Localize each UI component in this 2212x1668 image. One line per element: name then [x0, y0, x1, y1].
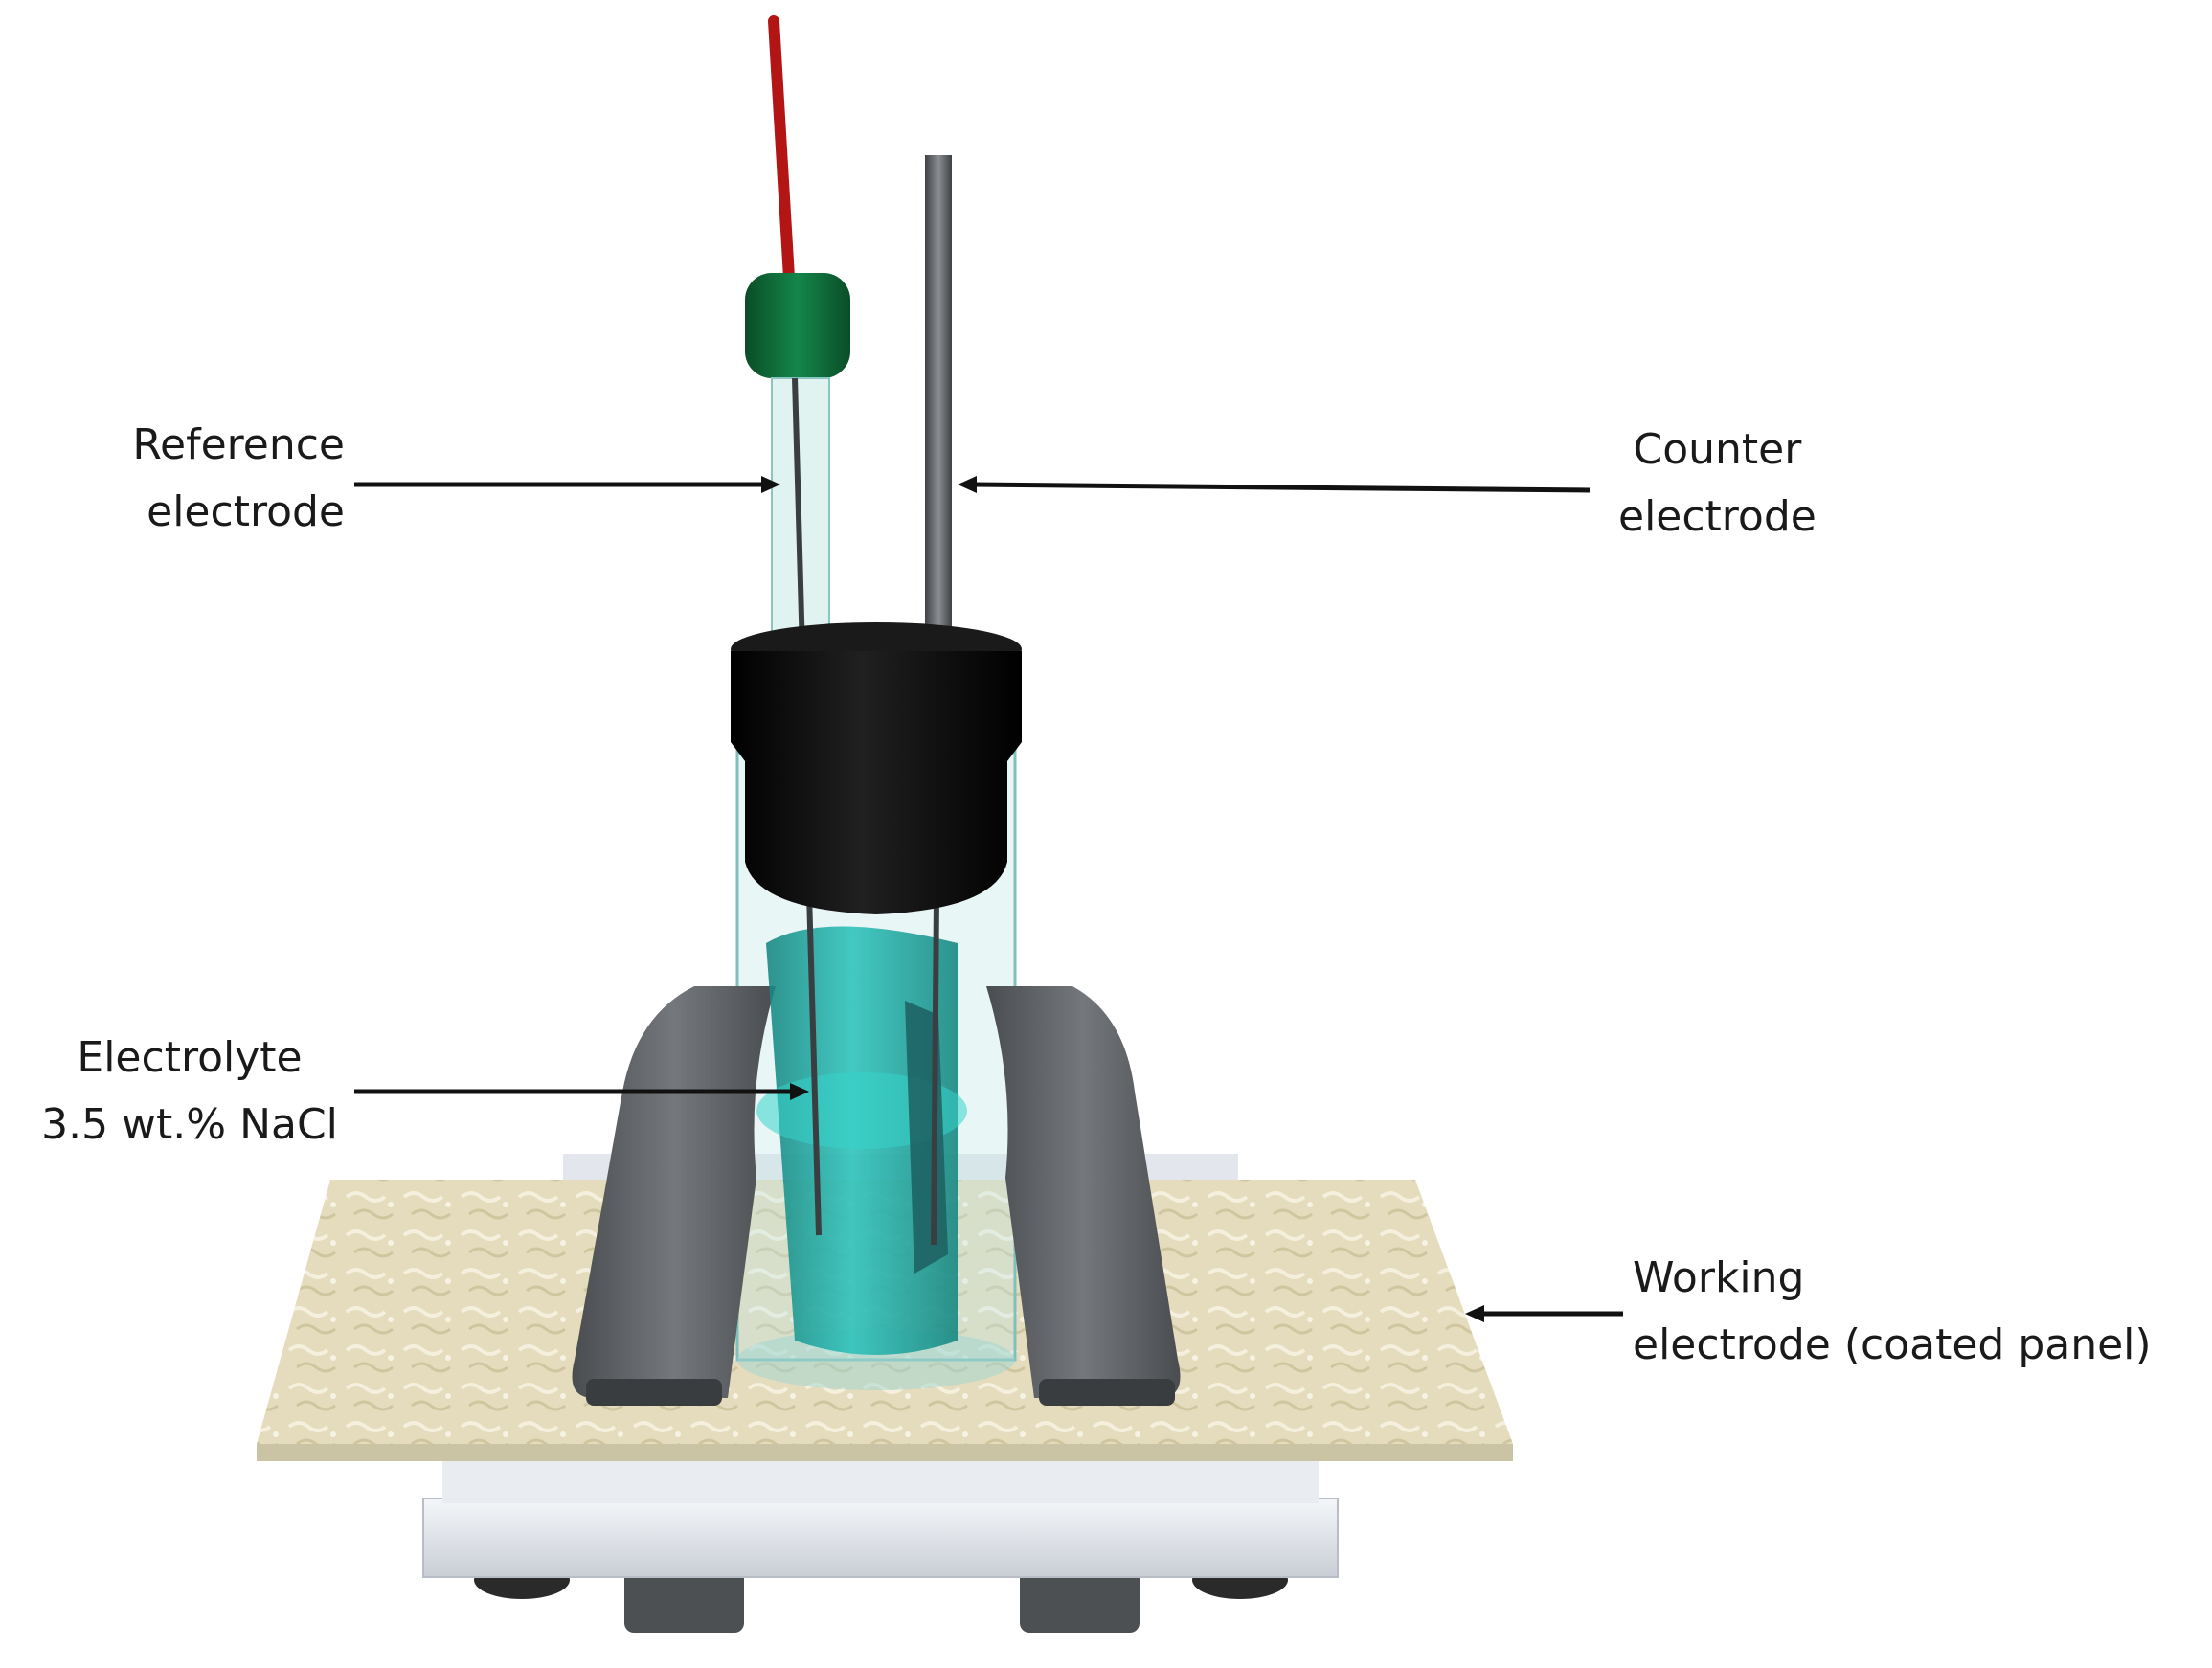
arrow-counter: [966, 482, 1591, 493]
label-line: 3.5 wt.% NaCl: [41, 1100, 338, 1149]
clamp-pad: [586, 1379, 722, 1406]
label-line: electrode: [147, 487, 345, 536]
working-electrode-label: Working electrode (coated panel): [1633, 1245, 2152, 1379]
reference-electrode-label: Reference electrode: [57, 412, 345, 546]
base-plate: [422, 1498, 1339, 1578]
arrows: [354, 476, 1623, 1322]
counter-electrode-label: Counter electrode: [1618, 417, 1817, 551]
clamp-body: [986, 986, 1181, 1398]
electrodes: [745, 15, 952, 1246]
reference-electrode-cap: [745, 273, 850, 378]
label-line: Counter: [1633, 425, 1802, 474]
label-line: Electrolyte: [77, 1033, 303, 1082]
base-block: [442, 1455, 1319, 1503]
label-line: Working: [1633, 1253, 1805, 1302]
panel-edge: [257, 1444, 1513, 1461]
label-line: electrode: [1618, 492, 1817, 541]
reference-electrode-wire: [768, 15, 795, 283]
stopper: [731, 622, 1022, 914]
arrowhead: [790, 1083, 809, 1100]
clamp-pad: [1039, 1379, 1175, 1406]
counter-electrode-rod: [925, 155, 952, 663]
stopper-body: [731, 651, 1022, 914]
label-line: electrode (coated panel): [1633, 1320, 2152, 1369]
arrowhead: [958, 476, 977, 493]
electrolyte-label: Electrolyte 3.5 wt.% NaCl: [27, 1025, 352, 1159]
arrowhead: [761, 476, 780, 493]
arrowhead: [1465, 1305, 1484, 1322]
label-line: Reference: [132, 420, 345, 469]
